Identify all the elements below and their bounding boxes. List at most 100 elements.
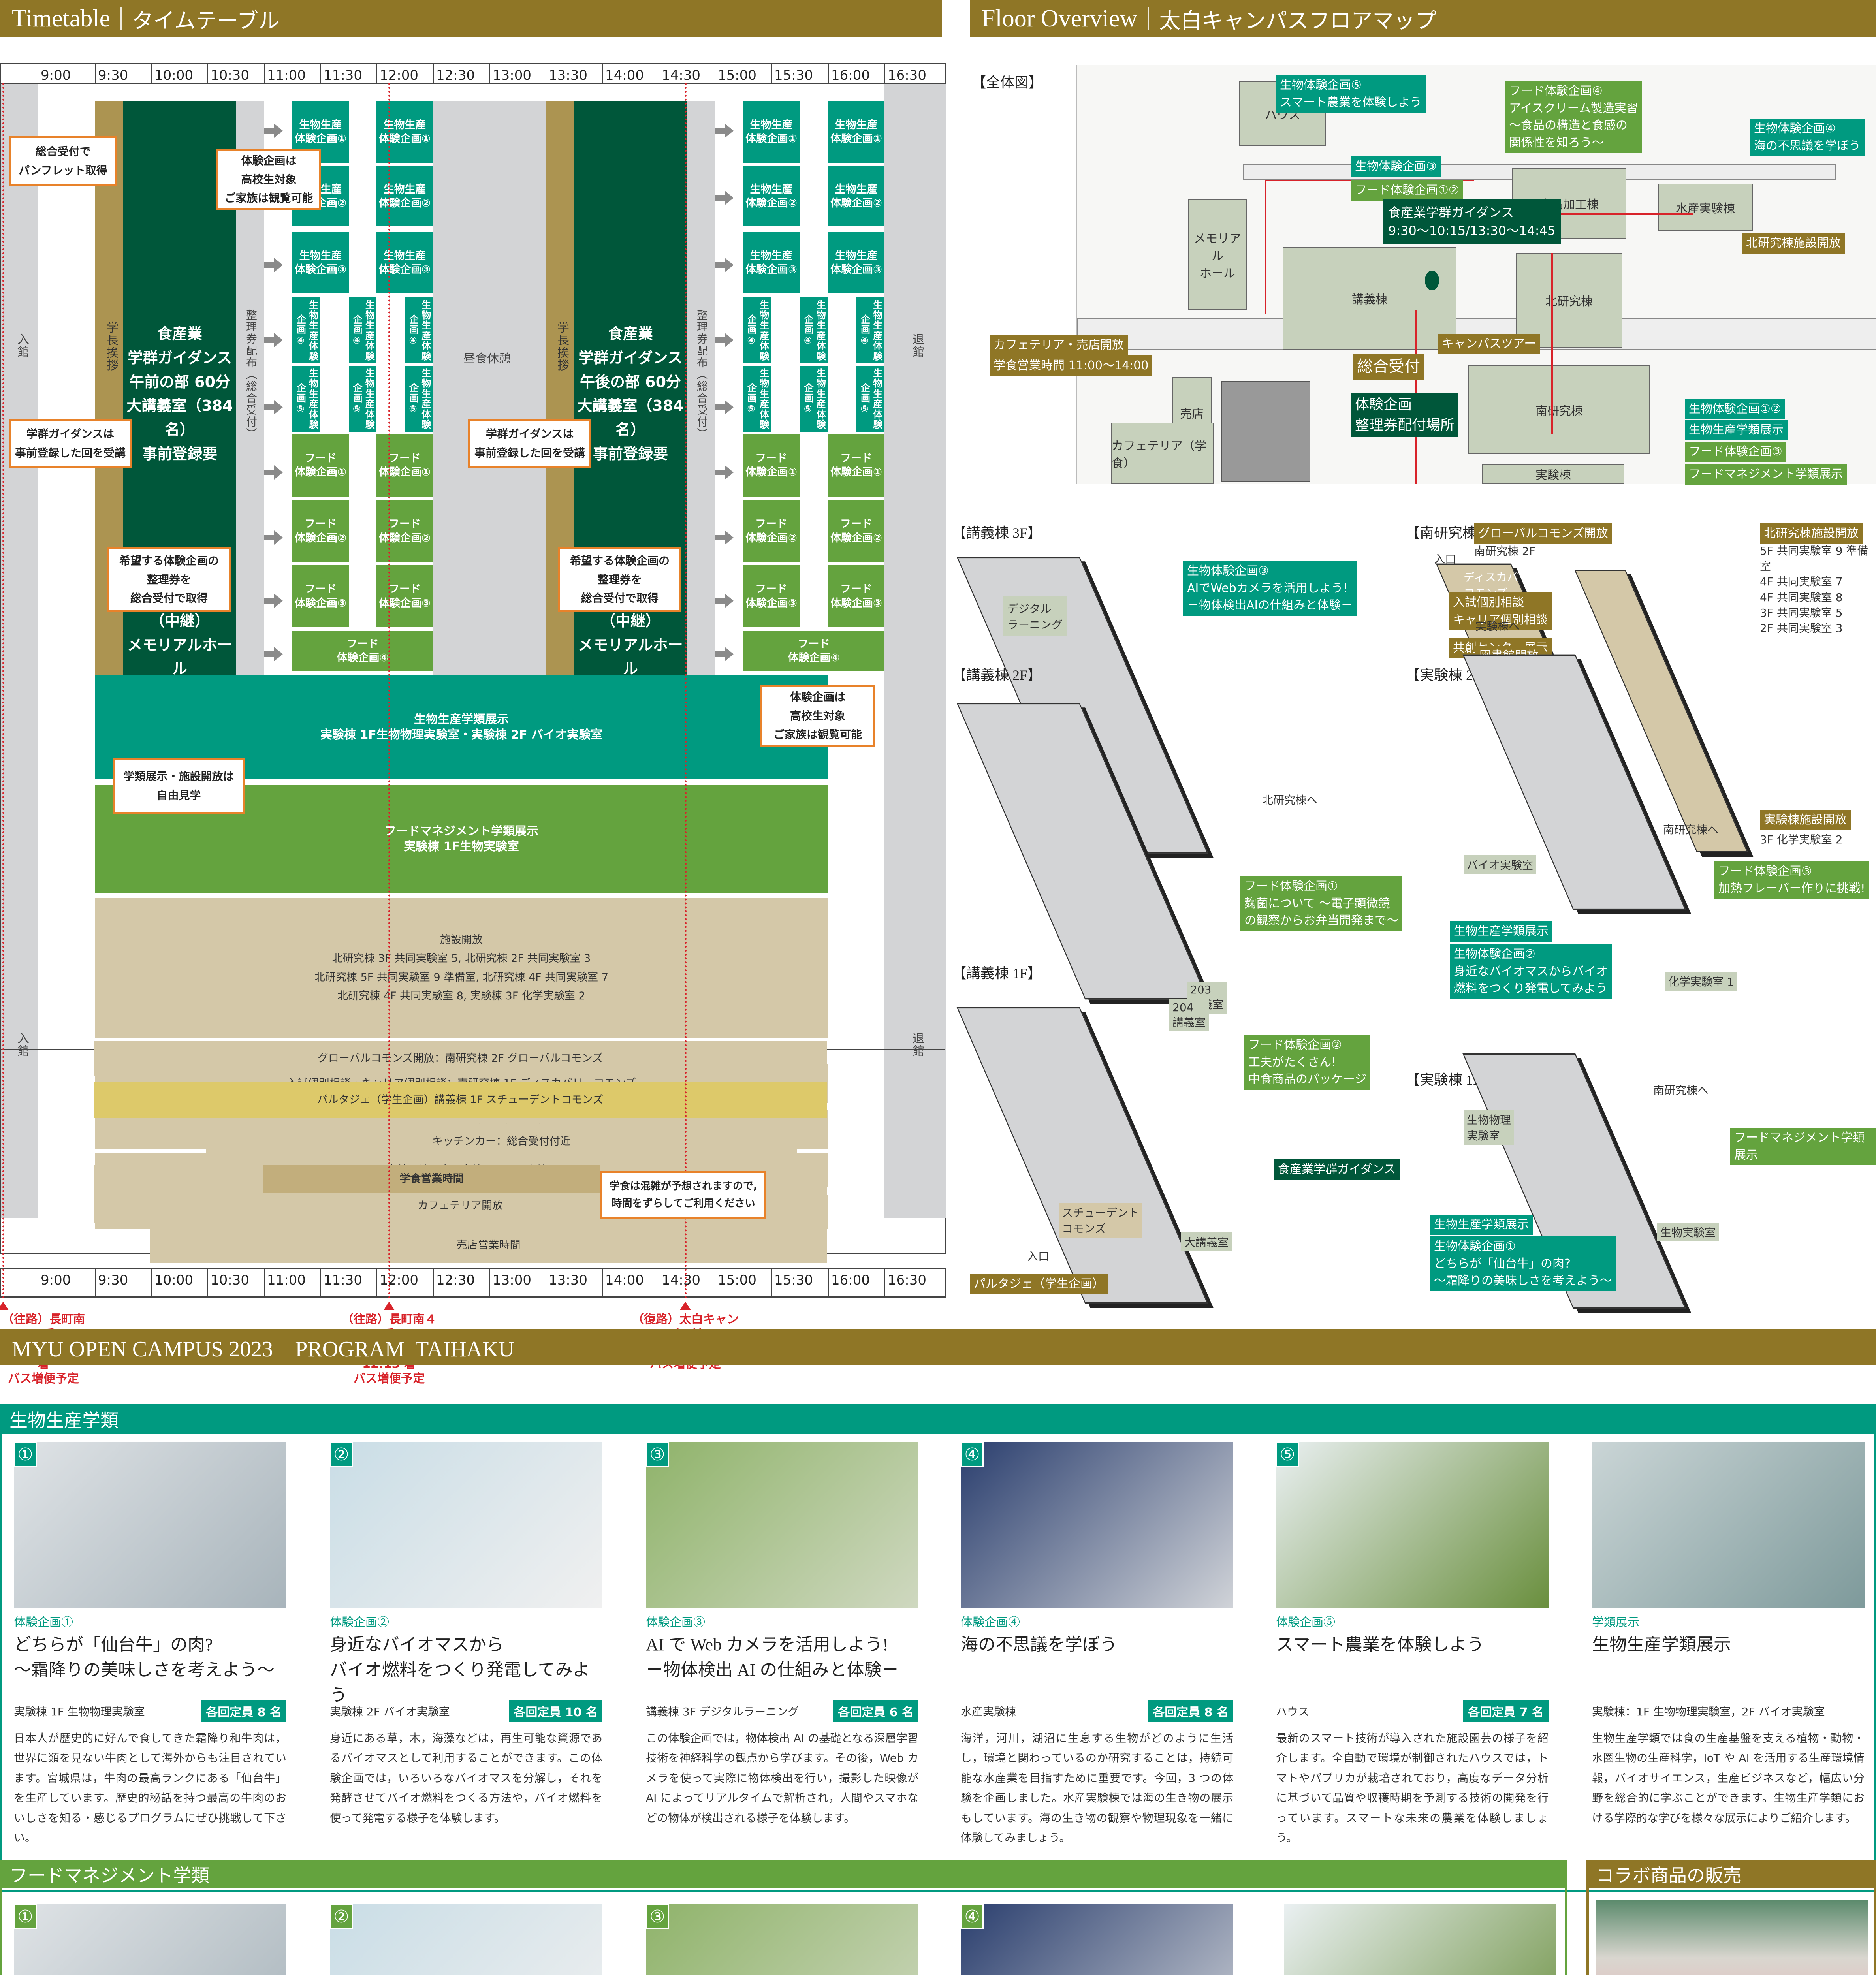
- callout-pamphlet: 総合受付で パンフレット取得: [9, 136, 117, 186]
- arrow-icon: [264, 404, 274, 410]
- bio-session-5: 生物生産体験企画⑤: [405, 366, 433, 432]
- program-title: どちらが「仙台牛」の肉? ～霜降りの美味しさを考えよう～: [14, 1635, 275, 1680]
- program-location: 実験棟 1F 生物物理実験室: [14, 1705, 145, 1718]
- program-tag: 体験企画②: [330, 1616, 389, 1629]
- exit-label-bottom: 退館: [910, 1032, 924, 1057]
- guidance-marker: [1425, 271, 1439, 290]
- bus-note: バス増便予定: [354, 1372, 425, 1386]
- map-label-bio5: 生物体験企画⑤ スマート農業を体験しよう: [1276, 75, 1426, 113]
- time-label: 12:30: [433, 1269, 489, 1296]
- floor-header: Floor Overview 太白キャンパスフロアマップ: [970, 0, 1876, 37]
- guidance-pm-line: 事前登録要: [593, 445, 668, 463]
- arrow-icon: [274, 647, 283, 661]
- floor-title-jp: 太白キャンパスフロアマップ: [1159, 8, 1437, 33]
- time-label: 12:00: [376, 1269, 433, 1296]
- arrow-icon: [264, 598, 274, 604]
- program-desc: 海洋，河川，湖沼に生息する生物がどのように生活し，環境と関わっているのか研究する…: [961, 1732, 1233, 1844]
- bio-session-5: 生物生産体験企画⑤: [743, 366, 771, 432]
- program-tag: 体験企画④: [961, 1616, 1020, 1629]
- food-program-card: ② 体験企画② 工夫がたくさん！ 中食商品のパッケージ 講義棟 2F 204 講…: [330, 1904, 602, 1975]
- food-section-box: [0, 1860, 1567, 1975]
- program-desc: 生物生産学類では食の生産基盤を支える植物・動物・水圏生物の生産科学，IoT や …: [1592, 1732, 1865, 1825]
- ticket-distribution-pm-label: 整理券配布（総合受付）: [695, 309, 708, 440]
- time-label: 14:00: [602, 1269, 659, 1296]
- program-location-row: 実験棟：1F 生物物理実験室，2F バイオ実験室: [1592, 1699, 1865, 1723]
- map-label-food-exhibit: フードマネジメント学類展示: [1685, 464, 1847, 485]
- guidance-am-line: 大講義室（384名）: [126, 397, 233, 439]
- map-label-reception: 総合受付: [1353, 354, 1424, 380]
- food-session-4: フード 体験企画④: [292, 631, 433, 671]
- guidance-pm-block: 食産業 学群ガイダンス 午後の部 60分 大講義室（384名） 事前登録要 （中…: [574, 101, 687, 705]
- food-program-card: 学類展示 フードマネジメント学類展示 実験棟 1F生物実験室 フードマネジメント…: [1284, 1904, 1556, 1975]
- program-tag: 体験企画①: [14, 1616, 73, 1629]
- lecture-1f-plan: [956, 1007, 1208, 1304]
- ticket-distribution-am-label: 整理券配布（総合受付）: [245, 309, 258, 440]
- bio-section-box: [0, 1404, 1876, 1892]
- building-south-research: 南研究棟: [1468, 365, 1650, 454]
- time-label: 11:00: [264, 64, 320, 83]
- arrow-icon: [264, 262, 274, 268]
- relay-line: （中継）: [149, 612, 210, 630]
- time-label: 14:00: [602, 64, 659, 83]
- callout-free-view: 学類展示・施設開放は 自由見学: [113, 758, 245, 814]
- program-location: 水産実験棟: [961, 1705, 1016, 1718]
- program-location: 講義棟 3F デジタルラーニング: [646, 1705, 799, 1718]
- map-label-ticket-place: 体験企画 整理券配付場所: [1351, 393, 1459, 438]
- map-label-food12: フード体験企画①②: [1351, 180, 1463, 201]
- program-number-badge: ②: [330, 1442, 353, 1467]
- north-open-label: 北研究棟施設開放: [1760, 523, 1863, 544]
- row-kitchen-car: キッチンカー：総合受付付近: [206, 1124, 797, 1159]
- map-label-bio4: 生物体験企画④ 海の不思議を学ぼう: [1750, 118, 1865, 156]
- time-label: 13:00: [489, 64, 546, 83]
- bus-line-2: [388, 83, 390, 1300]
- entry-label: 入館: [15, 333, 29, 358]
- program-photo: ⑤: [1276, 1442, 1549, 1608]
- time-label: 16:00: [828, 1269, 884, 1296]
- president-greeting-am: [95, 101, 123, 705]
- program-title: スマート農業を体験しよう: [1276, 1635, 1484, 1654]
- bio-session-5: 生物生産体験企画⑤: [349, 366, 376, 432]
- arrow-icon: [715, 195, 725, 201]
- time-label: 10:00: [151, 1269, 207, 1296]
- time-label: 11:00: [264, 1269, 320, 1296]
- time-label: 16:30: [884, 1269, 946, 1296]
- food-session-3: フード 体験企画③: [828, 565, 884, 627]
- map-label-food3: フード体験企画③: [1685, 442, 1786, 462]
- callout-high-school-1: 体験企画は 高校生対象 ご家族は観覧可能: [216, 149, 321, 210]
- program-photo: [1592, 1442, 1865, 1608]
- collab-section-box: [1586, 1860, 1876, 1975]
- bio-session-5: 生物生産体験企画⑤: [292, 366, 320, 432]
- program-tag: 体験企画③: [646, 1616, 705, 1629]
- row-global-commons: グローバルコモンズ開放：南研究棟 2F グローバルコモンズ: [94, 1041, 827, 1076]
- bio-session-1: 生物生産 体験企画①: [743, 101, 800, 163]
- guidance-am-line: 午前の部 60分: [129, 373, 231, 391]
- arrow-icon: [264, 128, 274, 134]
- cafeteria-open-label: カフェテリア開放: [418, 1199, 503, 1212]
- president-greeting-am-label: 学長挨拶: [104, 321, 118, 372]
- map-label-guidance: 食産業学群ガイダンス 9:30～10:15/13:30～14:45: [1383, 199, 1561, 244]
- lab-2f-bio-exhibit-label: 生物生産学類展示: [1450, 921, 1552, 942]
- arrow-icon: [274, 333, 283, 347]
- program-number-badge: ②: [330, 1904, 353, 1929]
- lunch-break-block: [433, 101, 546, 705]
- arrow-icon: [715, 337, 725, 343]
- lab-1f-bio1-label: 生物体験企画① どちらが「仙台牛」の肉? ～霜降りの美味しさを考えよう～: [1430, 1236, 1616, 1291]
- program-title: 身近なバイオマスから バイオ燃料をつくり発電してみよう: [330, 1635, 590, 1705]
- time-label: 9:30: [95, 1269, 151, 1296]
- lab-1f-bio-exhibit-label: 生物生産学類展示: [1430, 1215, 1533, 1235]
- map-label-food4: フード体験企画④ アイスクリーム製造実習 ～食品の構造と食感の 関係性を知ろう～: [1505, 81, 1642, 153]
- lecture-1f-entrance: 入口: [1027, 1250, 1050, 1263]
- arrow-icon: [725, 465, 734, 480]
- guidance-am-line: 学群ガイダンス: [128, 349, 232, 367]
- row-partage: パルタジェ（学生企画）講義棟 1F スチューデントコモンズ: [94, 1082, 827, 1118]
- lab-2f-bio2-label: 生物体験企画② 身近なバイオマスからバイオ 燃料をつくり発電してみよう: [1450, 944, 1612, 999]
- route-line: [1265, 180, 1266, 314]
- parking-block: [1221, 381, 1310, 482]
- lab-open-label: 実験棟施設開放: [1760, 810, 1851, 830]
- bio-session-3: 生物生産 体験企画③: [828, 232, 884, 293]
- arrow-icon: [274, 400, 283, 414]
- bio-session-2: 生物生産 体験企画②: [828, 166, 884, 226]
- bio-session-3: 生物生産 体験企画③: [743, 232, 800, 293]
- bus-note: バス増便予定: [8, 1372, 79, 1386]
- arrow-icon: [264, 470, 274, 475]
